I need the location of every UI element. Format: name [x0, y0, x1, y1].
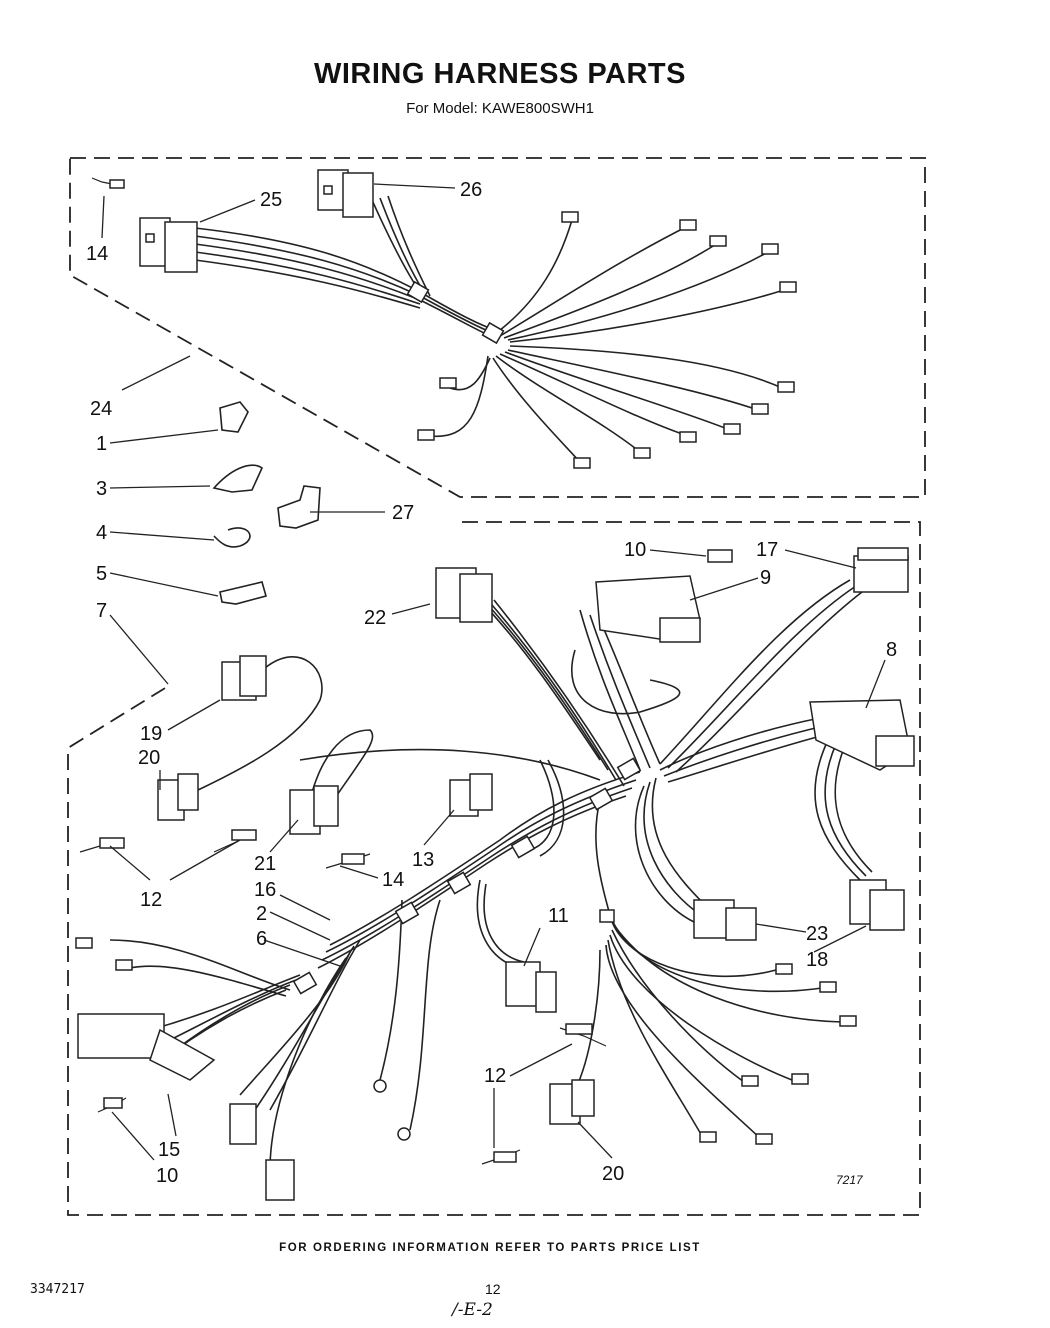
lower-harness-wires — [109, 579, 873, 1171]
callout-14-lower: 14 — [382, 869, 404, 891]
callout-5: 5 — [96, 563, 107, 585]
connector-26 — [317, 169, 374, 218]
callout-18: 18 — [806, 949, 828, 971]
upper-harness-boundary — [69, 157, 926, 498]
callout-9: 9 — [760, 567, 771, 589]
connector-21 — [289, 785, 339, 835]
clip-3 — [212, 464, 264, 493]
connector-17 — [853, 547, 909, 593]
callout-1: 1 — [96, 433, 107, 455]
model-subtitle: For Model: KAWE800SWH1 — [406, 100, 594, 117]
callout-23: 23 — [806, 923, 828, 945]
connector-13 — [449, 773, 493, 817]
clip-5 — [219, 581, 267, 605]
callout-3: 3 — [96, 478, 107, 500]
callout-14-upper: 14 — [86, 243, 108, 265]
plug-connectors-left — [229, 1103, 295, 1201]
callout-11: 11 — [548, 905, 569, 927]
callout-24: 24 — [90, 398, 112, 420]
clip-27 — [277, 485, 321, 529]
callout-22: 22 — [364, 607, 386, 629]
callout-4: 4 — [96, 522, 107, 544]
callout-21: 21 — [254, 853, 276, 875]
page-title: WIRING HARNESS PARTS — [314, 58, 686, 90]
document-number: 3347217 — [30, 1282, 85, 1297]
terminal-14-upper — [91, 177, 125, 189]
connector-20-upper — [157, 773, 199, 821]
callout-20-upper: 20 — [138, 747, 160, 769]
callout-25: 25 — [260, 189, 282, 211]
connector-9 — [595, 575, 701, 643]
loose-terminals — [79, 829, 607, 1165]
clip-1 — [219, 401, 249, 433]
callout-12-upper: 12 — [140, 889, 162, 911]
figure-number: 7217 — [836, 1173, 864, 1187]
callout-26: 26 — [460, 179, 482, 201]
lower-harness-bands — [292, 757, 642, 995]
connector-19 — [221, 655, 267, 701]
connector-8 — [809, 699, 915, 771]
callout-10-upper: 10 — [624, 539, 646, 561]
callout-15: 15 — [158, 1139, 180, 1161]
connector-15 — [77, 1013, 216, 1081]
upper-terminals — [417, 211, 797, 469]
connector-20-lower — [549, 1079, 595, 1125]
callout-20-lower: 20 — [602, 1163, 624, 1185]
handwritten-note: /-E-2 — [452, 1300, 493, 1320]
callout-labels: 25 26 14 24 1 3 27 4 5 7 10 17 9 22 8 19… — [86, 179, 897, 1187]
callout-27: 27 — [392, 502, 414, 524]
connector-22 — [435, 567, 493, 623]
callout-12-lower: 12 — [484, 1065, 506, 1087]
callout-16: 16 — [254, 879, 276, 901]
callout-10-lower: 10 — [156, 1165, 178, 1187]
upper-harness-bands — [406, 280, 505, 345]
callout-8: 8 — [886, 639, 897, 661]
connector-18 — [849, 879, 905, 931]
clip-4 — [213, 527, 251, 548]
connector-11 — [505, 961, 557, 1013]
ordering-info-note: FOR ORDERING INFORMATION REFER TO PARTS … — [279, 1242, 701, 1254]
callout-7: 7 — [96, 600, 107, 622]
connector-23 — [693, 899, 757, 941]
callout-6: 6 — [256, 928, 267, 950]
lower-terminals — [75, 549, 857, 1145]
leader-lines — [101, 183, 886, 1161]
connector-25 — [139, 217, 198, 273]
callout-2: 2 — [256, 903, 267, 925]
callout-19: 19 — [140, 723, 162, 745]
callout-17: 17 — [756, 539, 778, 561]
page-number: 12 — [485, 1281, 501, 1297]
callout-13: 13 — [412, 849, 434, 871]
